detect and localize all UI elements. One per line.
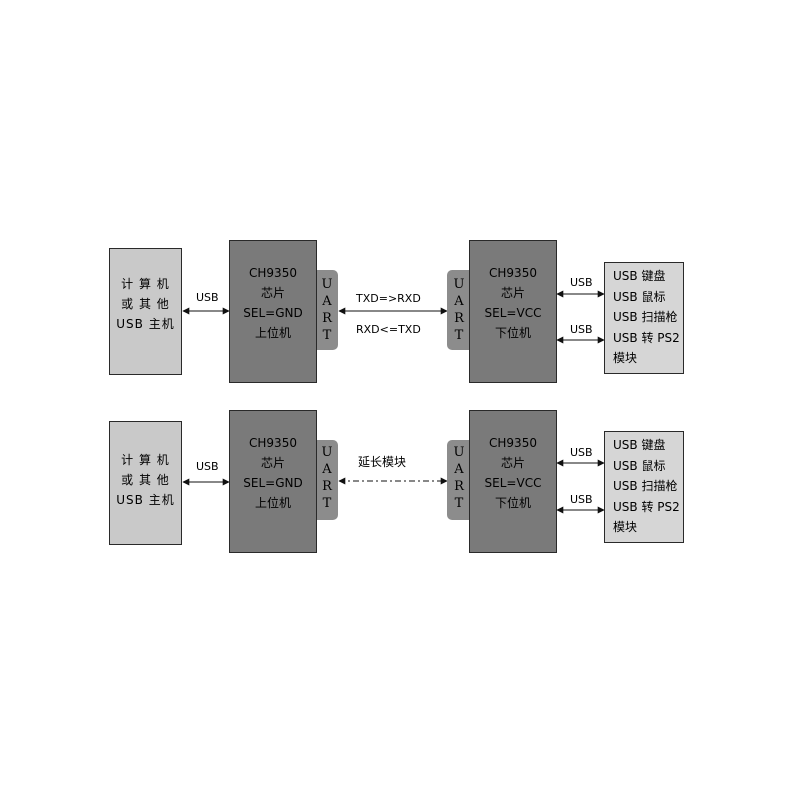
device-item: USB 鼠标 — [613, 289, 666, 304]
ch9350-master-chip — [229, 410, 317, 553]
host-line: 计 算 机 — [121, 453, 170, 467]
uart-letter: A — [454, 462, 464, 477]
uart-letter: T — [322, 496, 332, 511]
chip-line: 上位机 — [254, 326, 291, 340]
uart-letter: A — [454, 294, 464, 309]
uart-letter: R — [454, 479, 464, 494]
chip-line: 芯片 — [260, 286, 285, 300]
master-chip-label: CH9350 芯片 SEL=GND 上位机 — [229, 263, 317, 343]
slave-chip-label: CH9350 芯片 SEL=VCC 下位机 — [469, 433, 557, 513]
chip-line: 芯片 — [500, 456, 525, 470]
extension-module-label: 延长模块 — [358, 455, 407, 469]
chip-line: 下位机 — [494, 496, 531, 510]
ch9350-master-chip — [229, 240, 317, 383]
chip-line: 下位机 — [494, 326, 531, 340]
ch9350-slave-chip — [469, 240, 557, 383]
chip-line: 芯片 — [500, 286, 525, 300]
usb-host-label: 计 算 机 或 其 他 USB 主机 — [109, 450, 182, 510]
uart-letter: A — [322, 462, 332, 477]
rxd-txd-label: RXD<=TXD — [356, 323, 421, 336]
uart-letter: T — [454, 496, 464, 511]
device-item: USB 鼠标 — [613, 458, 666, 473]
uart-letter: R — [322, 479, 332, 494]
uart-label-right: U A R T — [452, 276, 466, 344]
chip-line: CH9350 — [249, 266, 297, 280]
uart-letter: R — [454, 311, 464, 326]
chip-line: 上位机 — [254, 496, 291, 510]
txd-rxd-label: TXD=>RXD — [356, 292, 421, 305]
uart-label-left: U A R T — [320, 444, 334, 512]
uart-label-left: U A R T — [320, 276, 334, 344]
host-usb-label: USB — [196, 291, 219, 304]
device-usb-label-2: USB — [570, 323, 593, 336]
host-line: USB 主机 — [116, 317, 175, 331]
host-line: USB 主机 — [116, 493, 175, 507]
device-item: USB 扫描枪 — [613, 310, 678, 324]
usb-devices-list: USB 键盘 USB 鼠标 USB 扫描枪 USB 转 PS2 模块 — [613, 435, 680, 538]
usb-devices-box — [604, 262, 684, 374]
usb-devices-box — [604, 431, 684, 543]
chip-line: SEL=GND — [243, 306, 303, 320]
chip-line: CH9350 — [489, 266, 537, 280]
host-line: 或 其 他 — [121, 297, 170, 311]
device-item: USB 扫描枪 — [613, 479, 678, 493]
uart-letter: A — [322, 294, 332, 309]
usb-host-label: 计 算 机 或 其 他 USB 主机 — [109, 274, 182, 334]
uart-letter: U — [321, 445, 333, 460]
device-item: 模块 — [613, 520, 638, 534]
usb-devices-list: USB 键盘 USB 鼠标 USB 扫描枪 USB 转 PS2 模块 — [613, 266, 680, 369]
chip-line: CH9350 — [489, 436, 537, 450]
device-item: USB 转 PS2 — [613, 499, 680, 514]
chip-line: SEL=GND — [243, 476, 303, 490]
device-item: 模块 — [613, 351, 638, 365]
host-line: 或 其 他 — [121, 473, 170, 487]
chip-line: 芯片 — [260, 456, 285, 470]
slave-chip-label: CH9350 芯片 SEL=VCC 下位机 — [469, 263, 557, 343]
uart-letter: R — [322, 311, 332, 326]
usb-host-box — [109, 248, 182, 375]
ch9350-slave-chip — [469, 410, 557, 553]
uart-label-right: U A R T — [452, 444, 466, 512]
uart-letter: U — [453, 277, 465, 292]
device-item: USB 键盘 — [613, 269, 666, 283]
device-item: USB 键盘 — [613, 438, 666, 452]
usb-host-box — [109, 421, 182, 545]
uart-letter: T — [322, 328, 332, 343]
device-usb-label-1: USB — [570, 446, 593, 459]
chip-line: SEL=VCC — [484, 476, 542, 490]
device-item: USB 转 PS2 — [613, 330, 680, 345]
master-chip-label: CH9350 芯片 SEL=GND 上位机 — [229, 433, 317, 513]
device-usb-label-2: USB — [570, 493, 593, 506]
host-line: 计 算 机 — [121, 277, 170, 291]
host-usb-label: USB — [196, 460, 219, 473]
uart-letter: U — [453, 445, 465, 460]
chip-line: CH9350 — [249, 436, 297, 450]
uart-letter: T — [454, 328, 464, 343]
device-usb-label-1: USB — [570, 276, 593, 289]
uart-letter: U — [321, 277, 333, 292]
chip-line: SEL=VCC — [484, 306, 542, 320]
